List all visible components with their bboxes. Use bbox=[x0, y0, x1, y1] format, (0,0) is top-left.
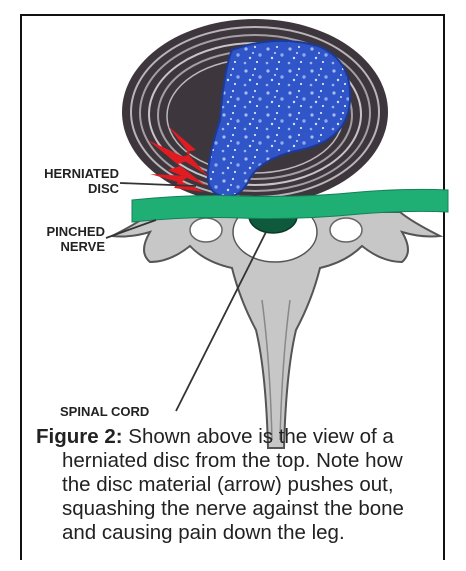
label-nerve: NERVE bbox=[27, 239, 105, 254]
label-spinal-cord: SPINAL CORD bbox=[60, 404, 176, 419]
figure-caption: Figure 2: Shown above is the view of a h… bbox=[36, 425, 436, 545]
label-disc: DISC bbox=[27, 181, 119, 196]
label-pinched: PINCHED bbox=[27, 224, 105, 239]
label-herniated: HERNIATED bbox=[27, 166, 119, 181]
caption-lead: Figure 2: bbox=[36, 425, 123, 448]
